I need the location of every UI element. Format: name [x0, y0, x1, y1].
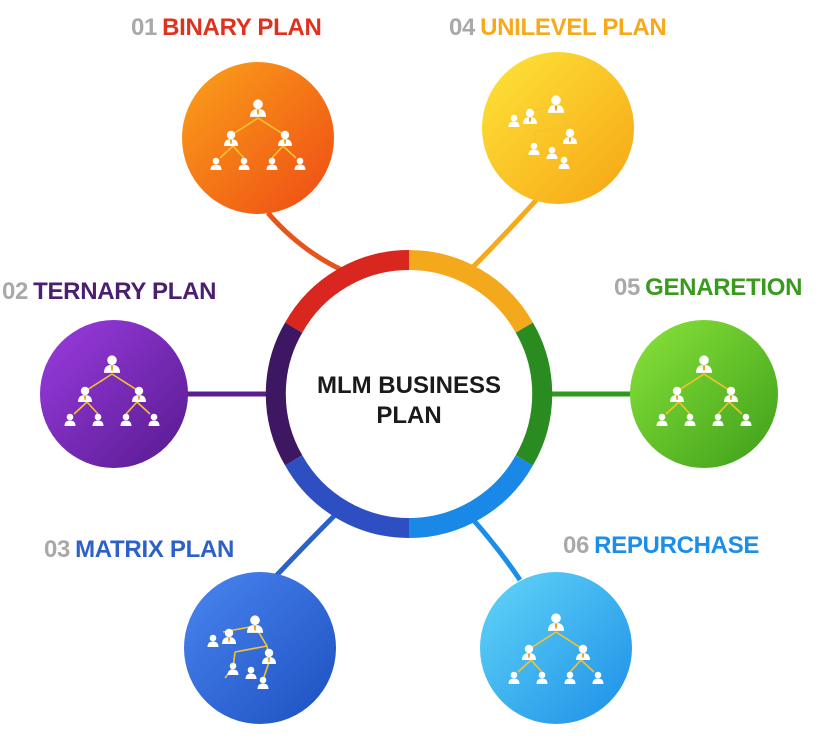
plan-name: BINARY PLAN	[162, 14, 322, 41]
plan-number: 06	[563, 532, 590, 559]
connector-stems	[178, 194, 642, 582]
center-title: MLM BUSINESS PLAN	[309, 371, 509, 431]
plan-number: 02	[2, 278, 29, 305]
plan-name: REPURCHASE	[594, 532, 760, 559]
bubble-repurchase-plan	[480, 572, 632, 724]
bubble-ternary-plan	[40, 320, 188, 468]
plan-name: GENARETION	[645, 274, 803, 301]
center-title-line2: PLAN	[376, 402, 442, 429]
bubble-binary-plan	[182, 62, 334, 214]
plan-number: 01	[131, 14, 158, 41]
plan-name: TERNARY PLAN	[33, 278, 217, 305]
plan-name: UNILEVEL PLAN	[480, 14, 667, 41]
center-ring	[265, 249, 553, 539]
bubble-generation-plan	[630, 320, 778, 468]
bubble-matrix-plan	[184, 572, 336, 724]
plan-number: 03	[44, 536, 71, 563]
plan-number: 04	[449, 14, 476, 41]
plan-name: MATRIX PLAN	[75, 536, 235, 563]
plan-number: 05	[614, 274, 641, 301]
center-title-line1: MLM BUSINESS	[316, 372, 501, 399]
bubble-unilevel-plan	[482, 52, 634, 204]
